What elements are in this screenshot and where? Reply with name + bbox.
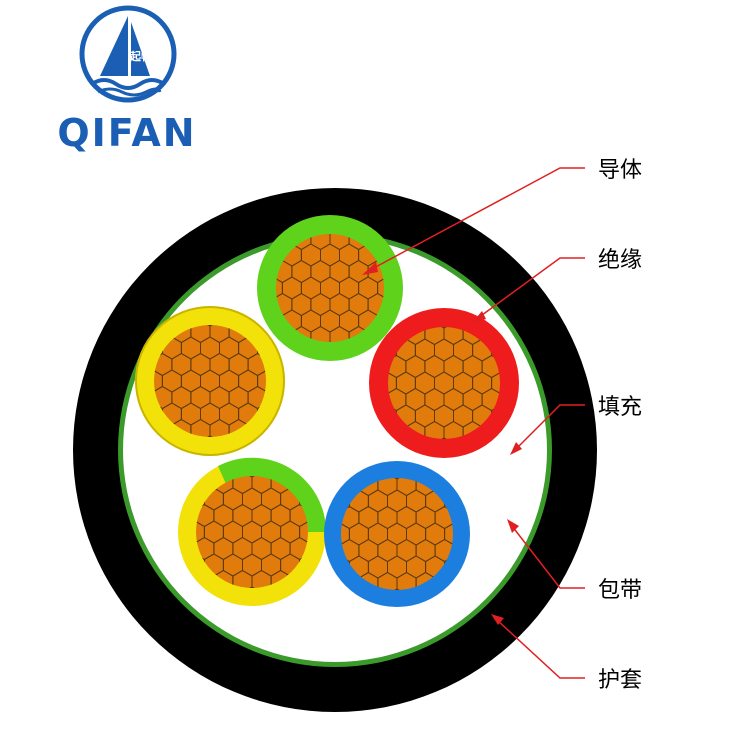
copper-strand [244,178,263,200]
copper-strand [444,522,453,546]
arrowhead-conductor [362,262,378,275]
copper-strand [257,369,266,393]
copper-strand [444,195,463,217]
logo-sail-icon [100,16,128,76]
callout-line-filler [514,404,585,451]
copper-strand [105,271,124,293]
callout-labels: 导体 绝缘 填充 包带 护套 [598,158,642,693]
copper-strand [257,402,266,426]
arrowhead-wrapping-tape [507,519,519,533]
core-yellow [86,271,285,456]
callout-line-wrapping-tape [511,525,585,589]
copper-strand [299,520,308,544]
brand-name: QIFAN [57,111,196,155]
copper-strand [225,178,244,200]
callouts [369,167,585,679]
callout-line-conductor [369,167,585,271]
core-red [369,273,577,458]
arrowhead-sheath [491,614,504,625]
copper-strand [86,304,105,326]
core-yellow-green [178,457,327,606]
copper-strand [549,273,568,295]
logo-wave-2-icon [97,87,162,97]
brand-logo: 起帆 QIFAN [57,5,196,155]
copper-strand [96,288,115,310]
insulation-green-stripe [218,457,327,532]
arrowhead-insulation [472,311,486,323]
conductor-copper [388,327,500,439]
copper-strand [299,553,308,577]
logo-sail-right-icon [131,22,150,76]
conductor-copper [196,476,308,588]
copper-strand [491,404,500,428]
copper-strand [435,178,454,200]
callout-arrowheads [362,262,522,625]
logo-glyph: 起帆 [129,49,152,63]
copper-strand [491,371,500,395]
conductor-copper [276,234,384,342]
label-insulation: 绝缘 [598,248,642,273]
label-wrapping-tape: 包带 [598,578,642,603]
copper-strand [558,290,577,312]
conductor-copper [154,325,266,437]
callout-line-sheath [496,619,585,679]
insulation-outline [135,306,285,456]
copper-strand [206,178,225,200]
label-filler: 填充 [598,395,642,420]
label-conductor: 导体 [598,158,642,183]
core-green [206,178,463,361]
core-blue [324,461,470,607]
arrowhead-filler [510,442,522,455]
copper-strand [86,271,105,293]
copper-strand [416,178,435,200]
callout-line-insulation [477,257,585,319]
label-sheath: 护套 [598,668,642,693]
conductor-copper [341,478,453,590]
copper-strand [377,276,384,300]
copper-strand [444,555,453,579]
logo-wave-icon [90,78,166,90]
